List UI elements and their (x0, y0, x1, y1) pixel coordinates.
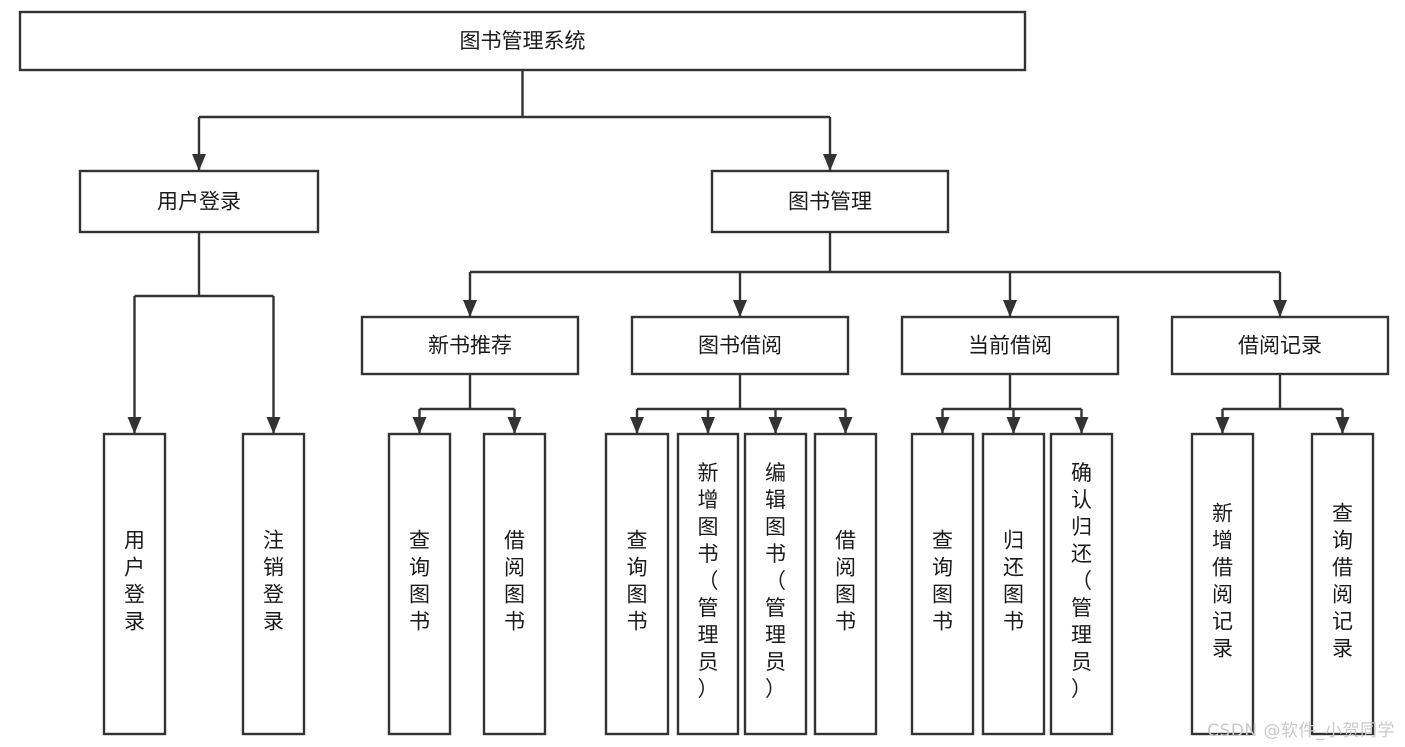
node-root[interactable]: 图书管理系统 (18, 10, 1027, 72)
node-l2-用户登录[interactable]: 用户登录 (78, 169, 320, 234)
node-leaf-11-新增借阅记录-label: 新增借阅记录 (1212, 502, 1233, 661)
node-leaf-5-新增图书管理员[interactable]: 新增图书（管理员） (676, 432, 740, 736)
node-leaf-1-注销登录[interactable]: 注销登录 (241, 432, 306, 736)
node-leaf-6-编辑图书管理员[interactable]: 编辑图书（管理员） (743, 432, 808, 736)
node-leaf-12-查询借阅记录-label: 查询借阅记录 (1332, 502, 1353, 661)
node-leaf-0-用户登录-label: 用户登录 (124, 529, 145, 634)
edge-arrowhead (823, 154, 837, 171)
node-l3-图书借阅-box (630, 315, 850, 376)
edge-arrowhead (701, 417, 715, 434)
node-l3-借阅记录-label: 借阅记录 (1238, 334, 1322, 358)
node-leaf-6-编辑图书管理员-box (743, 432, 808, 736)
node-leaf-2-查询图书-box (387, 432, 452, 736)
node-leaf-7-借阅图书-label: 借阅图书 (835, 529, 856, 634)
node-l3-当前借阅[interactable]: 当前借阅 (900, 315, 1120, 376)
edge-arrowhead (935, 417, 950, 434)
node-l3-新书推荐-label: 新书推荐 (428, 334, 512, 358)
node-leaf-9-归还图书-box (981, 432, 1046, 736)
node-leaf-2-查询图书-label: 查询图书 (409, 529, 430, 634)
edge-arrowhead (838, 417, 853, 434)
node-leaf-10-确认归还管理员[interactable]: 确认归还（管理员） (1049, 432, 1114, 736)
node-root-box (18, 10, 1027, 72)
node-leaf-4-查询图书-box (604, 432, 670, 736)
node-l2-图书管理-box (710, 169, 950, 234)
node-l2-图书管理-label: 图书管理 (788, 190, 872, 214)
node-leaf-1-注销登录-label: 注销登录 (263, 529, 284, 634)
edge-arrowhead (127, 417, 142, 434)
edge-arrowhead (1003, 300, 1017, 317)
node-l3-图书借阅-label: 图书借阅 (698, 334, 782, 358)
edge-arrowhead (1273, 300, 1287, 317)
node-l3-新书推荐-box (360, 315, 580, 376)
edge-arrowhead (266, 417, 281, 434)
edge-arrowhead (412, 417, 427, 434)
node-leaf-10-确认归还管理员-label: 确认归还（管理员） (1071, 461, 1092, 701)
node-leaf-12-查询借阅记录-box (1310, 432, 1375, 736)
node-leaf-5-新增图书管理员-label: 新增图书（管理员） (698, 461, 719, 701)
edge-arrowhead (1335, 417, 1350, 434)
node-leaf-9-归还图书[interactable]: 归还图书 (981, 432, 1046, 736)
edge-arrowhead (733, 300, 747, 317)
edge-arrowhead (630, 417, 644, 434)
node-leaf-7-借阅图书[interactable]: 借阅图书 (813, 432, 878, 736)
node-l2-用户登录-box (78, 169, 320, 234)
node-layer: 图书管理系统用户登录图书管理新书推荐图书借阅当前借阅借阅记录用户登录注销登录查询… (18, 10, 1390, 736)
node-l3-图书借阅[interactable]: 图书借阅 (630, 315, 850, 376)
node-l2-用户登录-label: 用户登录 (157, 190, 241, 214)
edge-layer (127, 70, 1350, 434)
node-leaf-4-查询图书-label: 查询图书 (627, 529, 648, 634)
node-leaf-2-查询图书[interactable]: 查询图书 (387, 432, 452, 736)
node-l3-新书推荐[interactable]: 新书推荐 (360, 315, 580, 376)
node-leaf-6-编辑图书管理员-label: 编辑图书（管理员） (765, 461, 786, 701)
edge-arrowhead (463, 300, 477, 317)
edge-arrowhead (1006, 417, 1021, 434)
node-l3-当前借阅-box (900, 315, 1120, 376)
node-leaf-3-借阅图书-box (482, 432, 547, 736)
node-leaf-9-归还图书-label: 归还图书 (1003, 529, 1024, 634)
node-leaf-10-确认归还管理员-box (1049, 432, 1114, 736)
node-l3-当前借阅-label: 当前借阅 (968, 334, 1052, 358)
node-root-label: 图书管理系统 (460, 29, 586, 53)
node-leaf-8-查询图书[interactable]: 查询图书 (910, 432, 975, 736)
edge-arrowhead (1215, 417, 1230, 434)
node-leaf-8-查询图书-box (910, 432, 975, 736)
node-leaf-0-用户登录[interactable]: 用户登录 (102, 432, 167, 736)
node-leaf-12-查询借阅记录[interactable]: 查询借阅记录 (1310, 432, 1375, 736)
node-l3-借阅记录[interactable]: 借阅记录 (1170, 315, 1390, 376)
node-l2-图书管理[interactable]: 图书管理 (710, 169, 950, 234)
node-leaf-7-借阅图书-box (813, 432, 878, 736)
edge-arrowhead (507, 417, 522, 434)
node-leaf-8-查询图书-label: 查询图书 (932, 529, 953, 634)
edge-arrowhead (768, 417, 783, 434)
node-leaf-11-新增借阅记录[interactable]: 新增借阅记录 (1190, 432, 1255, 736)
node-leaf-4-查询图书[interactable]: 查询图书 (604, 432, 670, 736)
node-leaf-0-用户登录-box (102, 432, 167, 736)
edge-arrowhead (1074, 417, 1089, 434)
edge-arrowhead (192, 154, 206, 171)
node-leaf-1-注销登录-box (241, 432, 306, 736)
node-leaf-3-借阅图书[interactable]: 借阅图书 (482, 432, 547, 736)
node-l3-借阅记录-box (1170, 315, 1390, 376)
node-leaf-3-借阅图书-label: 借阅图书 (504, 529, 525, 634)
node-leaf-11-新增借阅记录-box (1190, 432, 1255, 736)
node-leaf-5-新增图书管理员-box (676, 432, 740, 736)
